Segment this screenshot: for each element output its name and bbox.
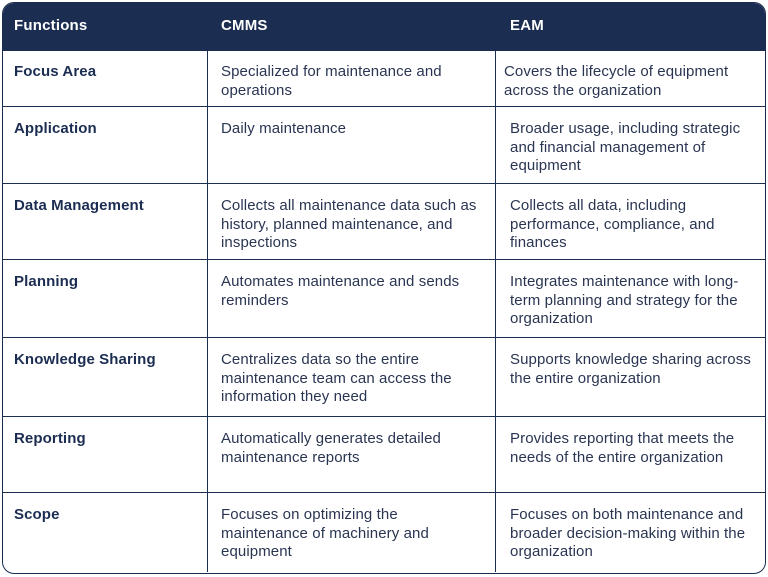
header-functions: Functions bbox=[14, 17, 88, 34]
eam-cell: Covers the lifecycle of equipment across… bbox=[504, 63, 729, 99]
cmms-cell: Automatically generates detailed mainten… bbox=[208, 417, 496, 492]
cmms-cell: Specialized for maintenance and operatio… bbox=[208, 51, 496, 106]
eam-cell: Focuses on both maintenance and broader … bbox=[510, 506, 746, 561]
eam-cell: Collects all data, including performance… bbox=[510, 197, 715, 252]
cmms-cell: Focuses on optimizing the maintenance of… bbox=[208, 493, 496, 572]
table-row: Knowledge Sharing Centralizes data so th… bbox=[3, 337, 765, 416]
function-label: Data Management bbox=[3, 184, 208, 259]
table-row: Planning Automates maintenance and sends… bbox=[3, 259, 765, 337]
cmms-cell: Automates maintenance and sends reminder… bbox=[208, 260, 496, 337]
table-row: Reporting Automatically generates detail… bbox=[3, 416, 765, 492]
table-row: Focus Area Specialized for maintenance a… bbox=[3, 50, 765, 106]
table-header-row: Functions CMMS EAM bbox=[3, 3, 765, 50]
function-label: Focus Area bbox=[3, 51, 208, 106]
table-row: Data Management Collects all maintenance… bbox=[3, 183, 765, 259]
cmms-cell: Centralizes data so the entire maintenan… bbox=[208, 338, 496, 416]
header-cmms: CMMS bbox=[221, 17, 268, 34]
table-row: Scope Focuses on optimizing the maintena… bbox=[3, 492, 765, 572]
cmms-cell: Daily maintenance bbox=[208, 107, 496, 183]
function-label: Planning bbox=[3, 260, 208, 337]
table-row: Application Daily maintenance Broader us… bbox=[3, 106, 765, 183]
header-eam: EAM bbox=[510, 17, 544, 34]
cmms-cell: Collects all maintenance data such as hi… bbox=[208, 184, 496, 259]
function-label: Application bbox=[3, 107, 208, 183]
function-label: Scope bbox=[3, 493, 208, 572]
eam-cell: Supports knowledge sharing across the en… bbox=[510, 351, 751, 387]
eam-cell: Provides reporting that meets the needs … bbox=[510, 430, 735, 466]
function-label: Reporting bbox=[3, 417, 208, 492]
eam-cell: Integrates maintenance with long-term pl… bbox=[510, 273, 739, 328]
eam-cell: Broader usage, including strategic and f… bbox=[510, 120, 741, 175]
function-label: Knowledge Sharing bbox=[3, 338, 208, 416]
